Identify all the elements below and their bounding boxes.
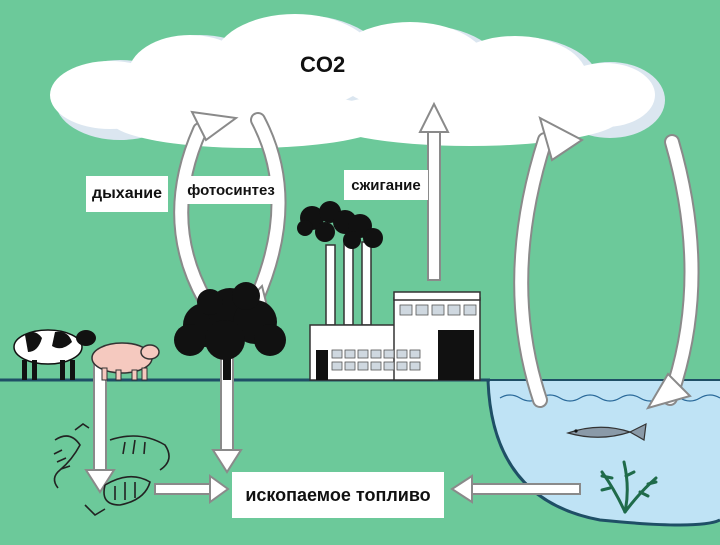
- animal-remains-icon: [53, 423, 170, 517]
- respiration-label: дыхание: [86, 176, 168, 212]
- arrow-head-up: [538, 116, 584, 162]
- seaweed-icon: [600, 460, 658, 514]
- lake-shore: [486, 379, 720, 527]
- fossil-fuel-label: ископаемое топливо: [232, 472, 444, 518]
- ocean-to-fuel-arrow: [450, 474, 581, 504]
- tree-icon: [174, 282, 286, 380]
- respiration-photosynthesis-loop: [173, 110, 287, 319]
- cloud-band: [50, 14, 665, 148]
- lake-water: [488, 380, 720, 525]
- ocean-exchange-loop: [513, 116, 700, 410]
- pig-icon: [91, 342, 160, 381]
- arrow-head-up: [190, 110, 239, 142]
- photosynthesis-label: фотосинтез: [187, 176, 275, 204]
- combustion-arrow: [418, 101, 450, 281]
- combustion-label: сжигание: [344, 170, 428, 200]
- cow-icon: [13, 329, 96, 380]
- smoke-icon: [297, 201, 383, 249]
- co2-label: CO2: [300, 52, 346, 77]
- remains-to-fuel-arrow: [154, 474, 230, 504]
- factory: [297, 201, 481, 381]
- arrow-head-down: [645, 372, 692, 410]
- decay-arrow: [84, 357, 116, 494]
- fish-icon: [565, 422, 647, 441]
